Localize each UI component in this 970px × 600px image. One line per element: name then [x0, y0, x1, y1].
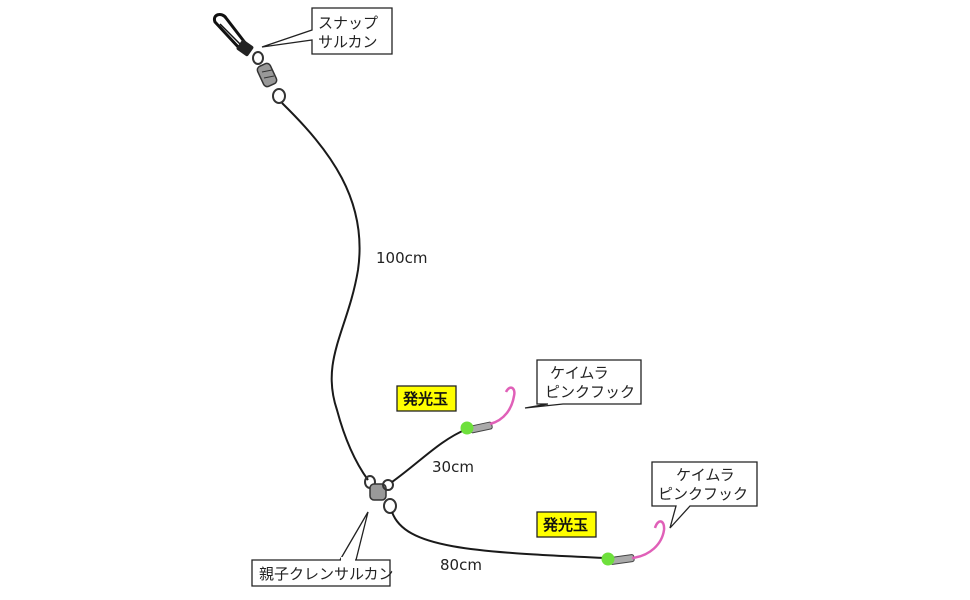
glow-bead-1 — [460, 421, 474, 435]
snap-swivel — [212, 13, 286, 104]
callout-hook-1-line-2: ピンクフック — [545, 383, 635, 401]
main-line — [281, 102, 369, 481]
hook-1 — [469, 386, 516, 434]
callout-snap-swivel-line-1: スナップ — [318, 14, 378, 32]
callout-hook-1: ケイムラ ピンクフック — [524, 359, 642, 409]
callout-hook-2-line-2: ピンクフック — [658, 485, 748, 503]
hook-2 — [609, 520, 666, 565]
callout-snap-swivel: スナップ サルカン — [261, 7, 393, 55]
callout-hook-1-line-1: ケイムラ — [550, 364, 609, 382]
length-main: 100cm — [376, 249, 428, 267]
callout-triple-swivel-line-1: 親子クレンサルカン — [259, 565, 394, 583]
bead-label-1: 発光玉 — [396, 385, 457, 412]
callout-hook-2: ケイムラ ピンクフック — [651, 461, 758, 529]
bead-label-2-text: 発光玉 — [542, 516, 588, 534]
bead-label-2: 発光玉 — [536, 511, 597, 538]
callout-snap-swivel-line-2: サルカン — [318, 33, 378, 51]
callout-triple-swivel: 親子クレンサルカン — [251, 511, 394, 587]
branch-line-long — [391, 511, 607, 559]
triple-swivel — [364, 475, 397, 514]
glow-bead-2 — [601, 552, 615, 566]
length-branch-short: 30cm — [432, 458, 474, 476]
bead-label-1-text: 発光玉 — [402, 390, 448, 408]
callout-hook-2-line-1: ケイムラ — [676, 466, 735, 484]
length-branch-long: 80cm — [440, 556, 482, 574]
branch-line-short — [391, 428, 468, 483]
